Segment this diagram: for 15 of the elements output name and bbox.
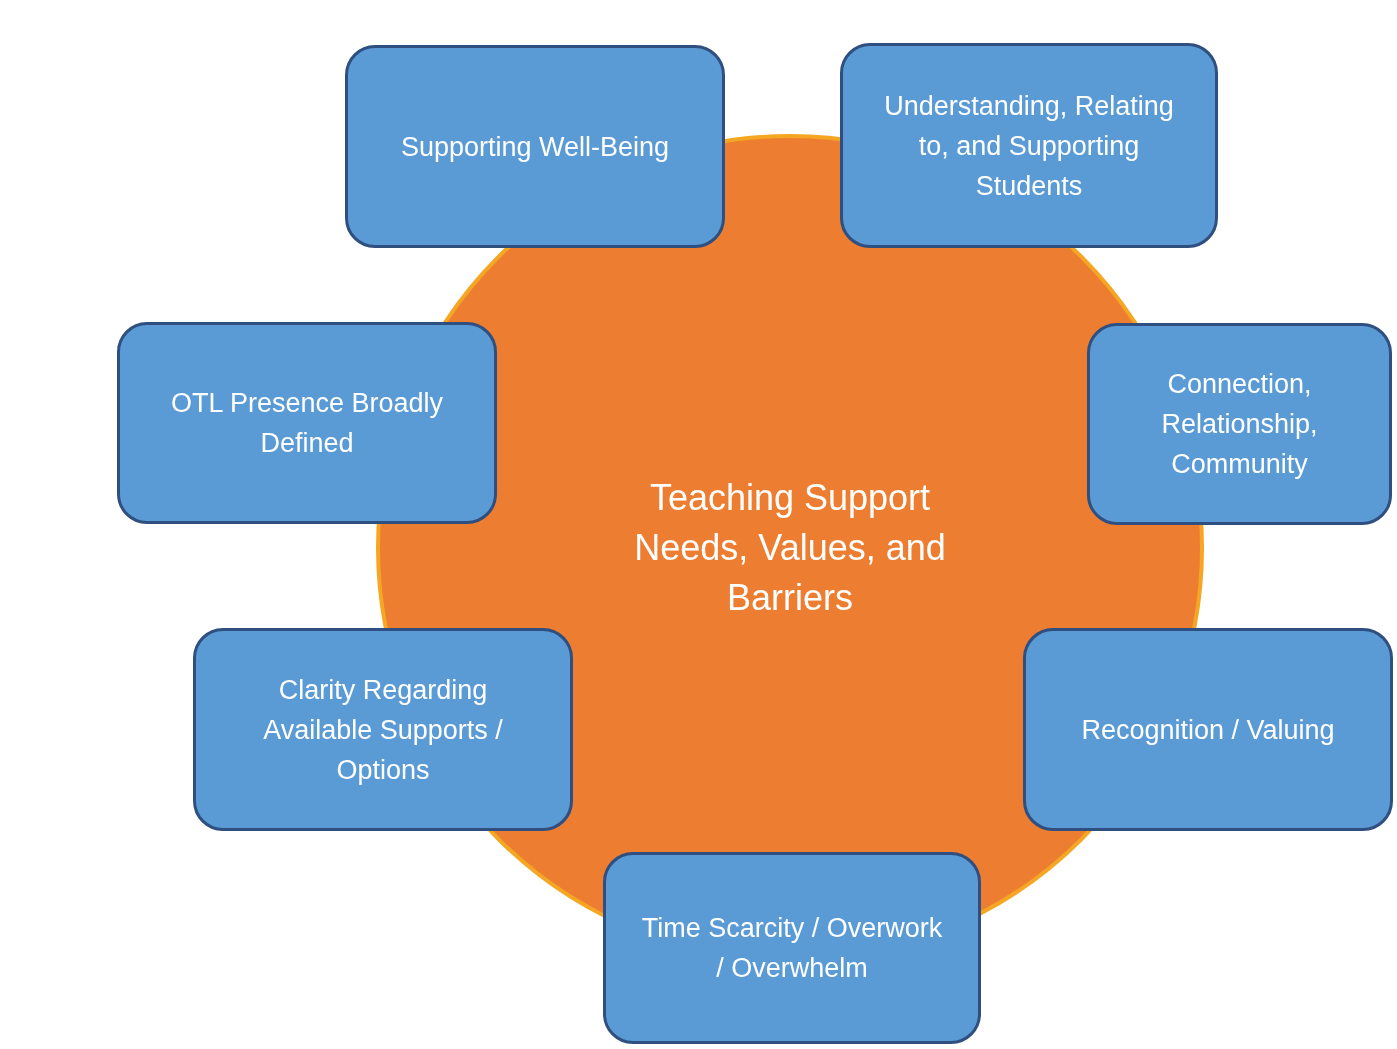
box-label: OTL Presence Broadly Defined xyxy=(169,387,445,460)
rounded-box xyxy=(603,852,981,1044)
center-label: Teaching Support Needs, Values, and Barriers xyxy=(633,476,947,620)
box-label: Recognition / Valuing xyxy=(1081,713,1335,747)
rounded-box xyxy=(193,628,573,831)
box-label: Clarity Regarding Available Supports / Options xyxy=(262,673,504,787)
rounded-box xyxy=(1023,628,1393,831)
rounded-box xyxy=(840,43,1218,248)
rounded-box xyxy=(345,45,725,248)
box-label: Supporting Well-Being xyxy=(400,130,670,164)
rounded-box xyxy=(1087,323,1392,525)
box-label: Time Scarcity / Overwork / Overwhelm xyxy=(640,912,944,985)
rounded-box xyxy=(117,322,497,524)
box-label: Connection, Relationship, Community xyxy=(1160,368,1319,481)
box-label: Understanding, Relating to, and Supporting Students xyxy=(883,89,1175,203)
